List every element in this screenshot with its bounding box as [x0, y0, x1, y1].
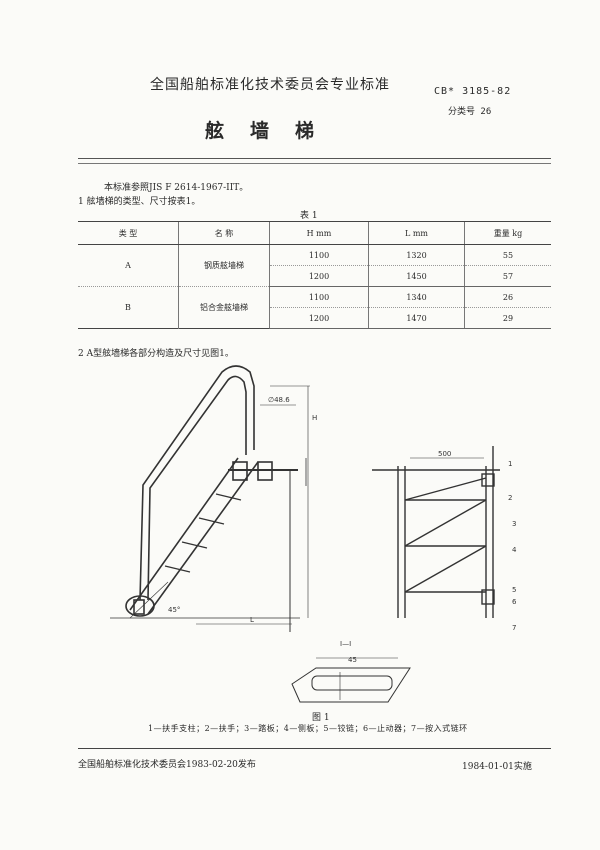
stringer-right [147, 461, 259, 615]
reference-note: 本标准参照JIS F 2614-1967-IIT。 [104, 183, 249, 193]
handrail [139, 365, 255, 601]
h-dim-label: H [312, 414, 317, 422]
cell-weight: 26 [464, 286, 551, 308]
header-divider [78, 158, 551, 159]
foot-pad [133, 599, 145, 615]
cell-h: 1200 [269, 265, 369, 287]
cell-l: 1470 [368, 307, 465, 329]
cell-h: 1100 [269, 286, 369, 308]
brace [404, 477, 487, 501]
front-view [372, 446, 500, 618]
header-type: 类 型 [78, 221, 179, 245]
handrail-inner [147, 375, 247, 601]
cell-h: 1200 [269, 307, 369, 329]
hinge-front [481, 473, 495, 487]
section-mark: I—I [340, 640, 351, 648]
cell-name: 钢质舷墙梯 [178, 244, 270, 287]
ladder-foot [125, 595, 155, 617]
classification-code: 分类号 26 [448, 107, 492, 117]
implementation-date: 1984-01-01实施 [462, 762, 532, 772]
document-title: 舷墙梯 [205, 120, 341, 142]
callouts: 1 2 3 4 5 6 7 [508, 460, 517, 632]
clause-1: 1 舷墙梯的类型、尺寸按表1。 [78, 197, 201, 207]
l-dim-label: L [250, 616, 254, 624]
clause-2: 2 A型舷墙梯各部分构造及尺寸见图1。 [78, 349, 234, 359]
callout-3: 3 [512, 520, 516, 528]
table-row: 1200 1450 57 [78, 265, 551, 287]
footer-divider [78, 748, 551, 749]
treads [164, 493, 242, 573]
cell-l: 1340 [368, 286, 465, 308]
section-tread [291, 667, 411, 703]
bar-dim-label: 45 [348, 656, 357, 664]
table-row: A 钢质舷墙梯 1100 1320 55 [78, 244, 551, 287]
cell-weight: 57 [464, 265, 551, 287]
header-divider-thin [78, 163, 551, 164]
issuing-organization: 全国船舶标准化技术委员会专业标准 [150, 77, 390, 93]
callout-2: 2 [508, 494, 512, 502]
stopper-front [481, 589, 495, 605]
header-name: 名 称 [178, 221, 270, 245]
angle-line [129, 581, 169, 619]
callout-4: 4 [512, 546, 517, 554]
section-detail [291, 657, 411, 703]
cell-type: B [78, 286, 179, 329]
table-header-row: 类 型 名 称 H mm L mm 重量 kg [78, 221, 551, 245]
ladder-spec-table: 类 型 名 称 H mm L mm 重量 kg A 钢质舷墙梯 1100 132… [78, 221, 551, 329]
table-row: 1200 1470 29 [78, 307, 551, 329]
header-l: L mm [368, 221, 465, 245]
callout-6: 6 [512, 598, 517, 606]
cell-weight: 55 [464, 244, 551, 266]
brace [404, 499, 487, 547]
tube-dim-label: ∅48.6 [268, 396, 290, 404]
cell-h: 1100 [269, 244, 369, 266]
callout-1: 1 [508, 460, 512, 468]
cell-weight: 29 [464, 307, 551, 329]
brace [404, 545, 487, 593]
table-row: B 铝合金舷墙梯 1100 1340 26 [78, 286, 551, 329]
section-profile [311, 675, 393, 691]
angle-label: 45° [168, 606, 180, 614]
cell-l: 1450 [368, 265, 465, 287]
header-weight: 重量 kg [464, 221, 551, 245]
figure-caption: 图 1 [312, 713, 330, 723]
callout-7: 7 [512, 624, 516, 632]
width-dim-label: 500 [438, 450, 451, 458]
table-caption: 表 1 [300, 211, 318, 221]
cell-type: A [78, 244, 179, 287]
standard-number: CB* 3185-82 [434, 86, 512, 97]
cell-l: 1320 [368, 244, 465, 266]
header-h: H mm [269, 221, 369, 245]
side-view [110, 365, 310, 632]
callout-5: 5 [512, 586, 516, 594]
cell-name: 铝合金舷墙梯 [178, 286, 270, 329]
issue-date: 全国船舶标准化技术委员会1983-02-20发布 [78, 760, 256, 770]
figure-legend: 1—扶手支柱；2—扶手；3—踏板；4—侧板；5—铰链；6—止动器；7—按入式链环 [148, 724, 468, 733]
stringer-left [129, 457, 239, 611]
